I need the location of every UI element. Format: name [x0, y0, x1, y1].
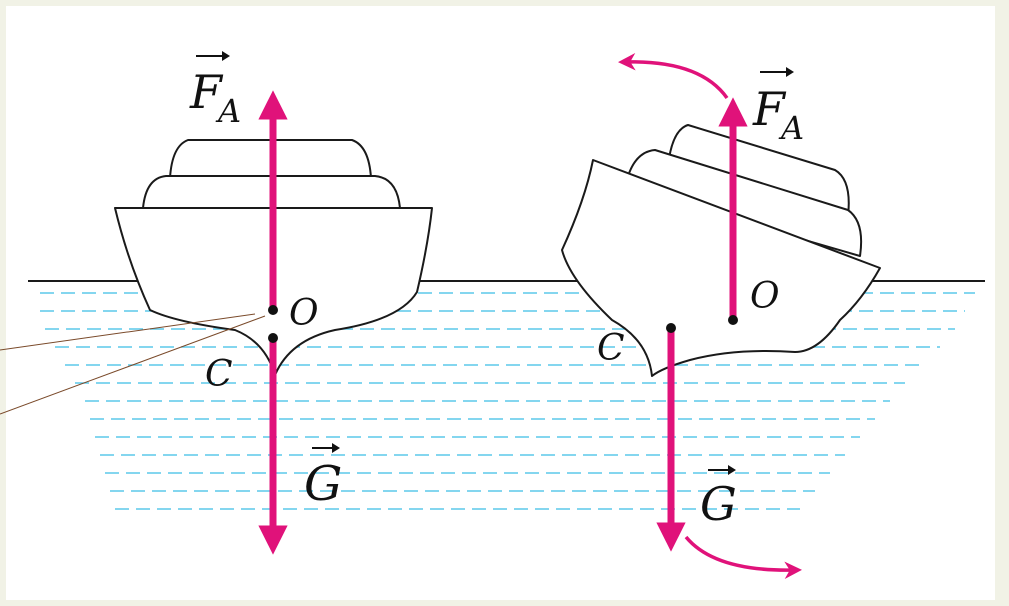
upright-point-o — [268, 305, 278, 315]
tilted-point-c — [666, 323, 676, 333]
vector-arrow-icon — [312, 443, 340, 453]
upright-label-f-sub: A — [215, 92, 241, 130]
tilted-boat-hull — [561, 159, 881, 377]
callout-leader-lines — [0, 313, 266, 415]
tilted-boat — [561, 124, 881, 377]
curved-arrow-icon — [618, 52, 729, 100]
tilted-boat-cabin-top — [667, 124, 850, 217]
tilted-label-g: G — [700, 477, 737, 531]
upright-point-c — [268, 333, 278, 343]
vector-arrow-icon — [708, 465, 736, 475]
vector-arrow-icon — [760, 67, 794, 77]
curved-arrow-icon — [684, 535, 802, 580]
vector-arrow-icon — [196, 51, 230, 61]
tilted-label-f-sub: A — [778, 109, 804, 147]
upright-label-g: G — [304, 456, 342, 512]
upright-label-o: O — [289, 293, 319, 334]
upright-label-f: F — [189, 65, 224, 119]
tilted-point-o — [728, 315, 738, 325]
tilted-label-f: F — [752, 82, 787, 136]
tilted-boat-cabin-mid — [624, 149, 863, 257]
tilted-label-o: O — [750, 276, 780, 317]
tilted-label-c: C — [597, 328, 625, 369]
upright-label-c: C — [205, 354, 233, 395]
